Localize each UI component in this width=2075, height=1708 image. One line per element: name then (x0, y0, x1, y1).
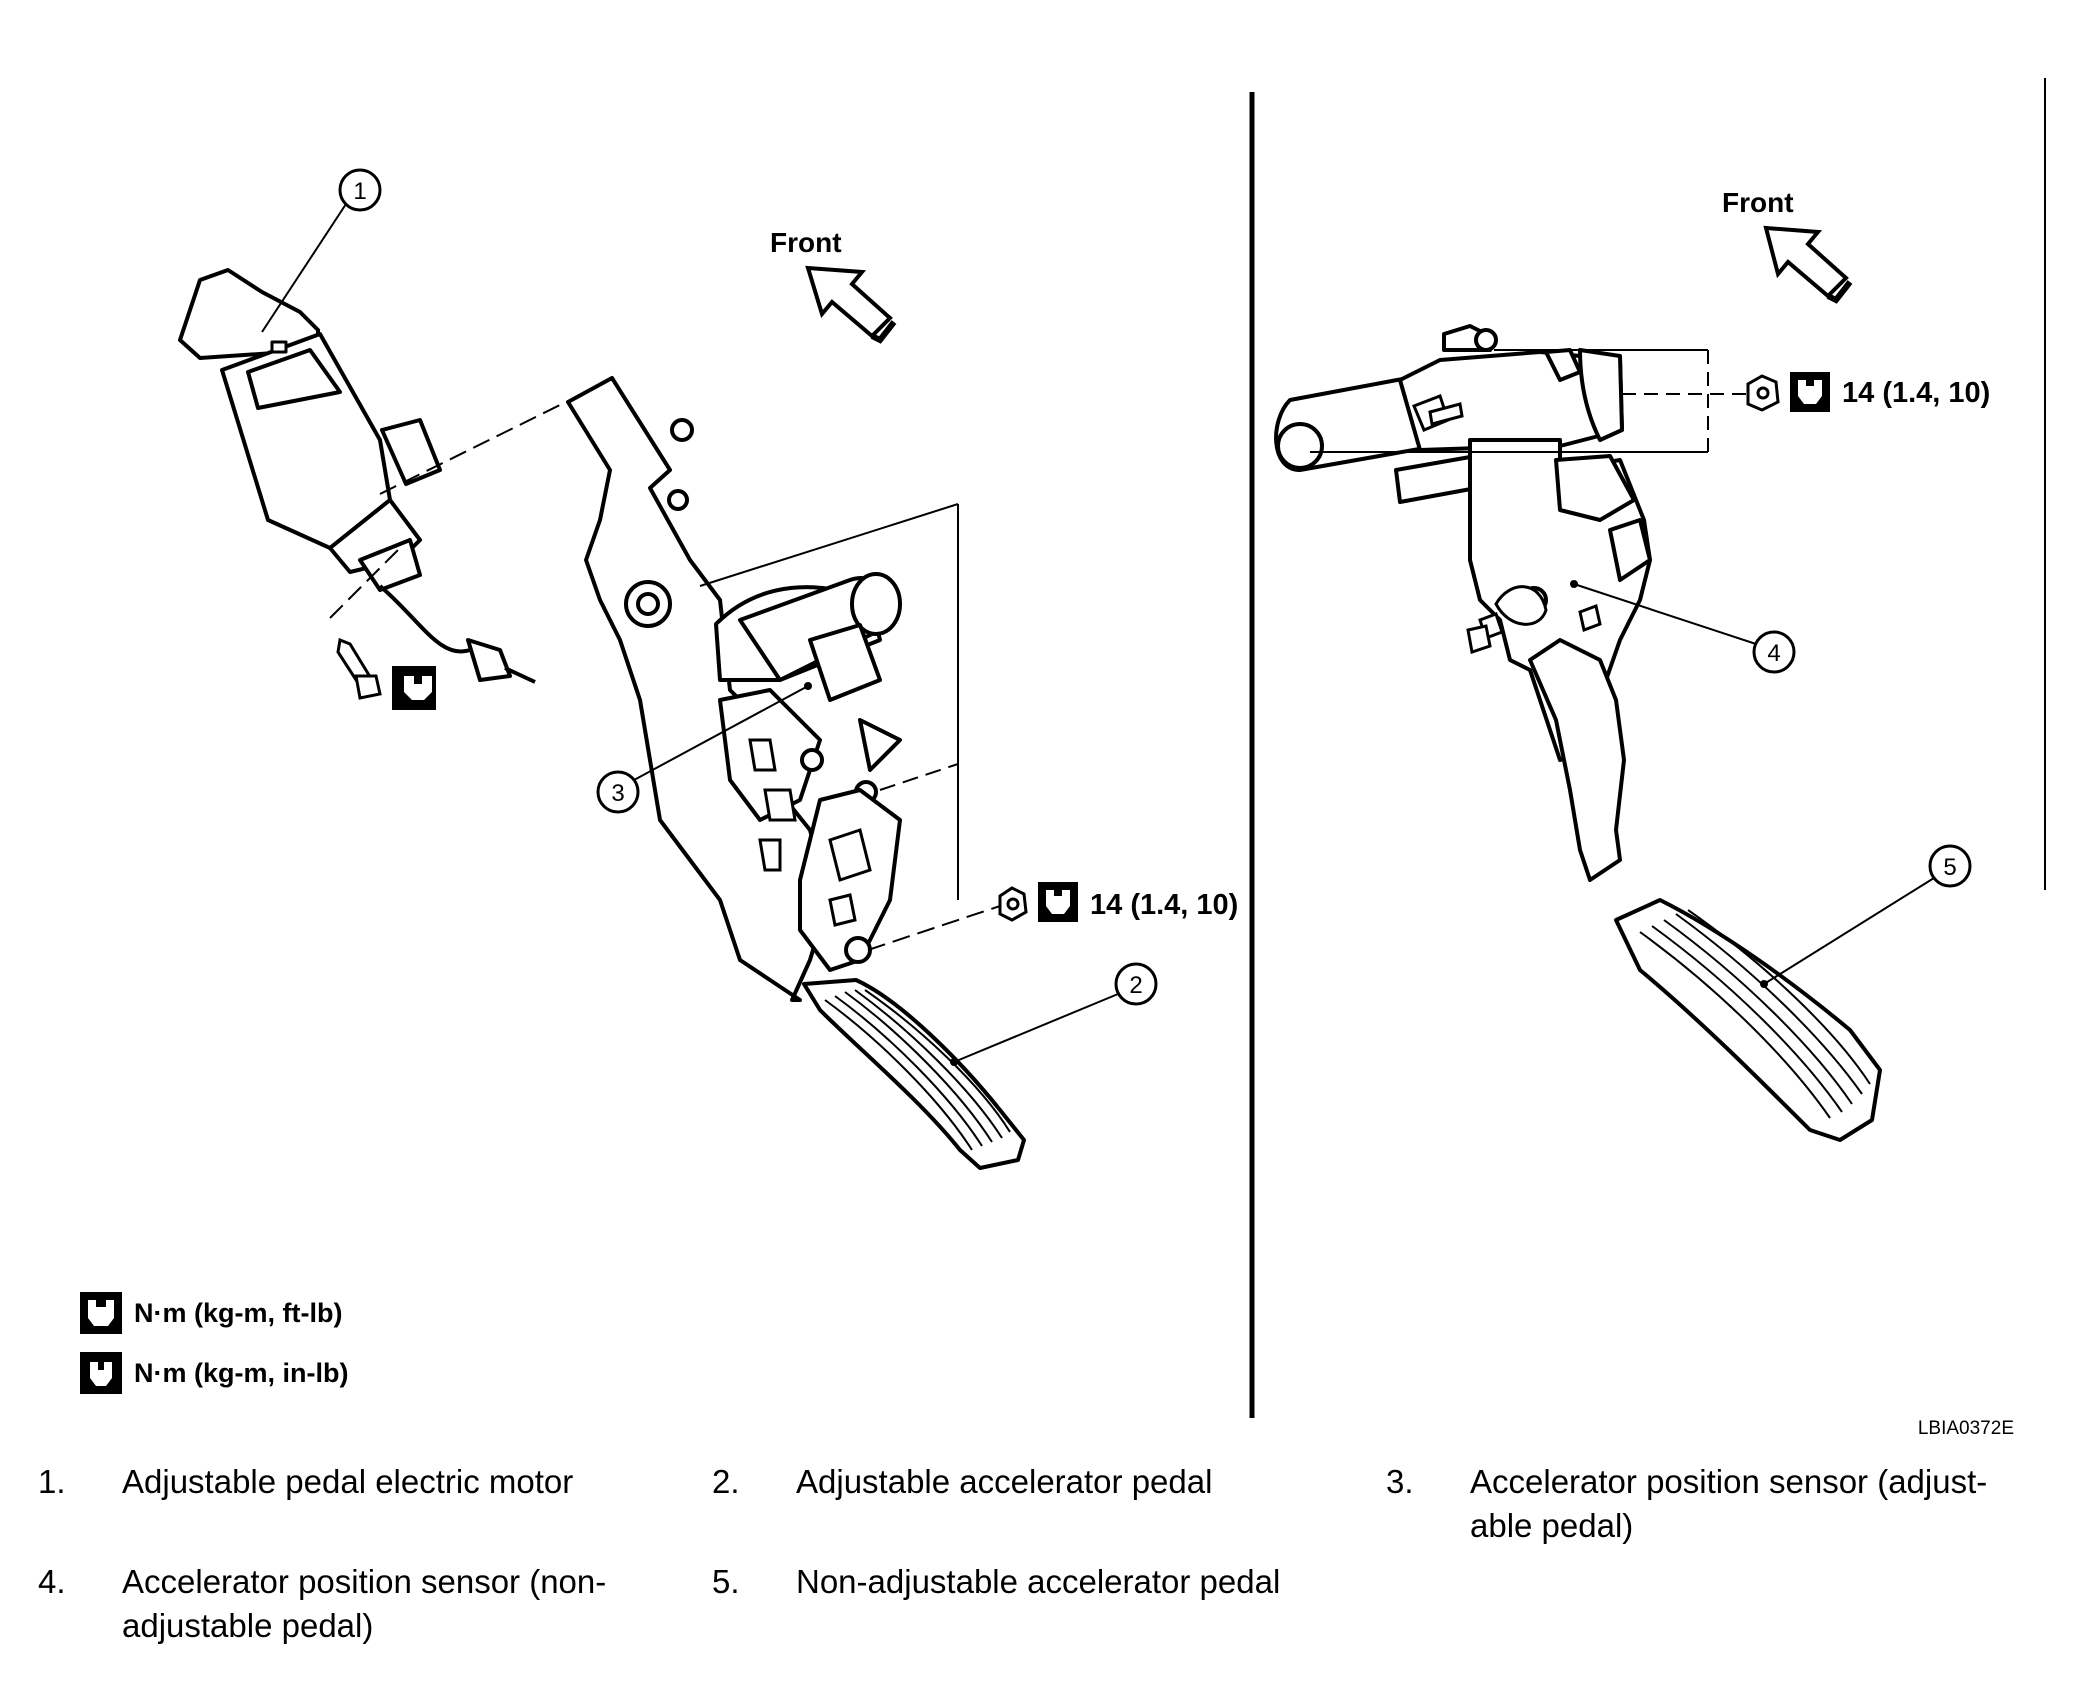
units-in-lb: N·m (kg-m, in-lb) (134, 1358, 348, 1388)
callout-2: 2 (950, 962, 1158, 1066)
svg-text:3: 3 (611, 780, 624, 807)
svg-text:4: 4 (1767, 640, 1780, 667)
non-adjustable-pedal-ribs (1639, 909, 1871, 1119)
motor-to-bracket-leader (379, 401, 567, 495)
callout-5: 5 (1760, 844, 1972, 988)
callout-3: 3 (596, 682, 812, 814)
electric-motor (178, 268, 536, 684)
adjustable-pedal-ribs (824, 989, 1011, 1151)
front-label-left: Front (770, 227, 842, 258)
legend-text: Accelerator position sensor (non- adjust… (122, 1563, 607, 1644)
torque-value-left: 14 (1.4, 10) (1090, 889, 1238, 921)
motor-bolt (336, 637, 382, 700)
sensor-dash-line (879, 763, 959, 791)
non-adjustable-pedal-bracket (1274, 324, 1652, 882)
torque-ft-lb-icon-right (1790, 372, 1830, 412)
legend-number: 1. (38, 1463, 66, 1500)
pedal-diagram: Front (80, 78, 2046, 1439)
torque-ft-lb-icon-left (1038, 882, 1078, 922)
motor-bolt-leader (329, 547, 401, 619)
legend-number: 5. (712, 1563, 740, 1600)
parts-legend: 1. Adjustable pedal electric motor 2. Ad… (0, 1440, 2075, 1708)
torque-value-right: 14 (1.4, 10) (1842, 377, 1990, 409)
nut-leader-left (867, 905, 1001, 951)
units-ft-lb: N·m (kg-m, ft-lb) (134, 1298, 342, 1328)
legend-text: Accelerator position sensor (adjust- abl… (1470, 1463, 1988, 1544)
bracket-cutouts (748, 738, 872, 927)
torque-ft-lb-legend-icon (80, 1292, 122, 1334)
nut-left (998, 886, 1028, 922)
sensor-guide-line (699, 503, 959, 587)
legend-text: Adjustable accelerator pedal (796, 1463, 1213, 1500)
callout-1: 1 (261, 168, 382, 333)
legend-number: 2. (712, 1463, 740, 1500)
svg-text:2: 2 (1129, 972, 1142, 999)
front-arrow-right-icon (1763, 225, 1853, 304)
nut-right (1746, 374, 1780, 412)
legend-number: 3. (1386, 1463, 1414, 1500)
figure-code: LBIA0372E (1918, 1418, 2014, 1439)
torque-in-lb-icon (392, 666, 436, 710)
torque-in-lb-legend-icon (80, 1352, 122, 1394)
legend-number: 4. (38, 1563, 66, 1600)
callout-4: 4 (1570, 580, 1796, 674)
front-arrow-left-icon (805, 265, 897, 344)
front-label-right: Front (1722, 187, 1794, 218)
svg-text:1: 1 (353, 178, 366, 205)
legend-text: Non-adjustable accelerator pedal (796, 1563, 1281, 1600)
legend-text: Adjustable pedal electric motor (122, 1463, 574, 1500)
non-adjustable-bolts (1412, 394, 1602, 654)
svg-text:5: 5 (1943, 854, 1956, 881)
